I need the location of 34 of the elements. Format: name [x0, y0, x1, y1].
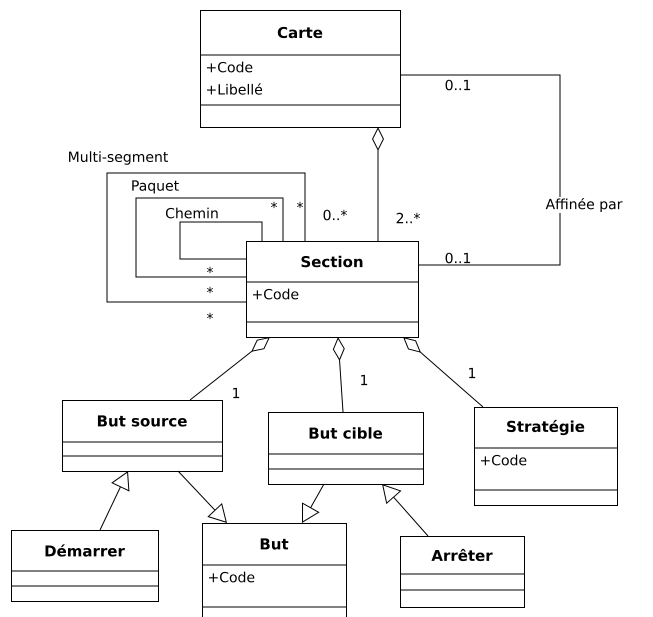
- edge-label: Affinée par: [544, 196, 624, 214]
- connector: [106, 172, 306, 302]
- multiplicity: 0..1: [446, 252, 470, 264]
- multiplicity: 1: [233, 388, 240, 398]
- connector: [400, 74, 560, 266]
- class-box: Carte +Code +Libellé: [200, 10, 401, 128]
- connector: [180, 222, 262, 260]
- multiplicity: *: [206, 312, 214, 320]
- multiplicity: 1: [469, 368, 476, 378]
- class-box: But +Code: [202, 523, 347, 617]
- connector: [178, 470, 227, 523]
- connector: [302, 484, 324, 523]
- class-box: Stratégie +Code: [474, 407, 618, 506]
- class-box: But cible: [268, 412, 424, 485]
- multiplicity: *: [206, 286, 214, 294]
- multiplicity: 1: [361, 374, 368, 386]
- connector: [190, 337, 270, 400]
- multiplicity: 0..1: [446, 80, 470, 90]
- class-box: Section +Code: [246, 241, 419, 338]
- edge-label: Chemin: [164, 206, 220, 220]
- multiplicity: 0..*: [324, 210, 347, 220]
- class-box: Démarrer: [10, 530, 159, 602]
- connector: [136, 198, 284, 278]
- connector: [403, 337, 484, 408]
- connector: [100, 471, 130, 530]
- edge-label: Paquet: [130, 179, 180, 195]
- multiplicity: *: [206, 266, 214, 274]
- multiplicity: *: [296, 202, 304, 208]
- multiplicity: 2..*: [396, 212, 420, 224]
- class-box: But source: [62, 400, 223, 472]
- edge-label: Multi-segment: [66, 150, 170, 166]
- class-box: Arrêter: [400, 536, 525, 608]
- multiplicity: *: [270, 202, 278, 208]
- connector: [382, 484, 428, 536]
